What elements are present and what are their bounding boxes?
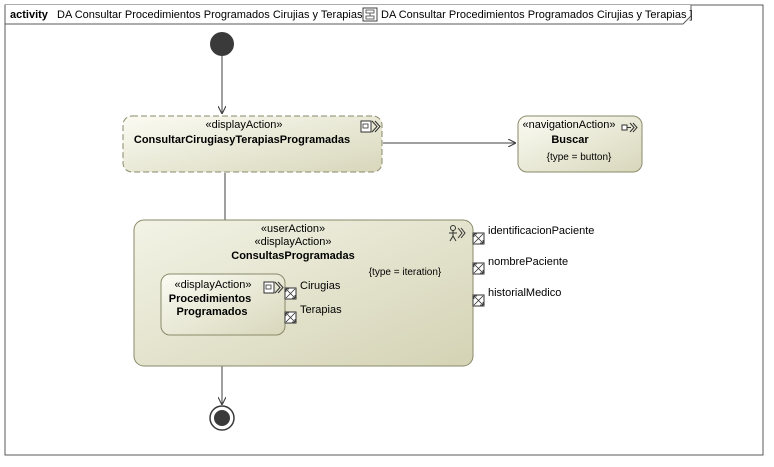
- action-stereotype-display: «displayAction»: [254, 236, 331, 248]
- action-procedimientos-programados[interactable]: «displayAction» Procedimientos Programad…: [160, 273, 286, 336]
- action-stereotype: «displayAction»: [174, 279, 251, 291]
- pin-label: identificacionPaciente: [488, 225, 594, 237]
- action-stereotype: «navigationAction»: [523, 119, 616, 131]
- navigation-action-icon: [621, 122, 638, 133]
- activity-final-node: [209, 405, 235, 431]
- action-tag: {type = button}: [547, 152, 612, 163]
- frame-title-reference: DA Consultar Procedimientos Programados …: [381, 9, 693, 21]
- action-name: ConsultarCirugiasyTerapiasProgramadas: [134, 134, 350, 146]
- pin-terapias[interactable]: Terapias: [284, 304, 342, 324]
- pin-label: nombrePaciente: [488, 256, 568, 268]
- pin-label: Cirugias: [300, 280, 341, 292]
- action-stereotype: «displayAction»: [205, 119, 282, 131]
- action-name: ConsultasProgramadas: [231, 250, 354, 262]
- action-name: Buscar: [551, 134, 589, 146]
- activity-diagram-icon: [362, 7, 378, 22]
- user-action-icon: [449, 225, 466, 242]
- pin-label: historialMedico: [488, 287, 561, 299]
- action-name-line1: Procedimientos: [169, 293, 252, 305]
- display-action-icon: [263, 281, 284, 294]
- pin-nombre-paciente[interactable]: nombrePaciente: [472, 256, 568, 275]
- action-tag: {type = iteration}: [369, 267, 442, 278]
- frame-keyword: activity: [10, 9, 49, 21]
- pin-cirugias[interactable]: Cirugias: [284, 280, 341, 300]
- action-buscar[interactable]: «navigationAction» Buscar {type = button…: [517, 115, 643, 173]
- action-name-line2: Programados: [177, 306, 248, 318]
- action-stereotype-user: «userAction»: [261, 223, 325, 235]
- action-consultar-cirugias-terapias[interactable]: «displayAction» ConsultarCirugiasyTerapi…: [122, 115, 383, 173]
- display-action-icon: [360, 120, 381, 133]
- pin-label: Terapias: [300, 304, 342, 316]
- diagram-frame: activity DA Consultar Procedimientos Pro…: [4, 4, 764, 456]
- pin-historial-medico[interactable]: historialMedico: [472, 287, 561, 307]
- pin-identificacion-paciente[interactable]: identificacionPaciente: [472, 225, 594, 245]
- initial-node: [210, 32, 234, 56]
- frame-title: DA Consultar Procedimientos Programados …: [57, 9, 369, 21]
